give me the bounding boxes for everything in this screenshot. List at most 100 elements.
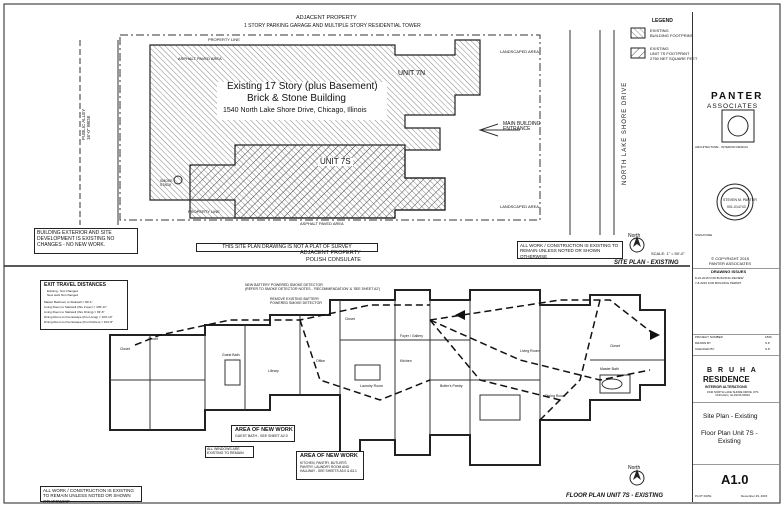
main-entrance-label: MAIN BUILDING ENTRANCE <box>503 121 541 132</box>
signature-label: SIGNATURE <box>695 233 713 237</box>
room-master-bath: Master Bath <box>600 367 619 371</box>
sheet-title-1: Site Plan - Existing <box>703 413 758 420</box>
building-address: 1540 North Lake Shore Drive, Chicago, Il… <box>223 107 367 114</box>
site-plan-title: SITE PLAN - EXISTING <box>614 260 679 266</box>
room-dining: Dining Room <box>545 394 566 398</box>
building-label-box: Existing 17 Story (plus Basement) Brick … <box>217 82 387 120</box>
property-line-bottom: PROPERTY LINE <box>188 209 220 214</box>
exit-line-2: New work Not changed <box>47 293 79 297</box>
plot-date-label: PLOT DATE <box>695 494 712 498</box>
sheet-number: A1.0 <box>721 472 749 487</box>
exit-line-5: Living Room to Stairwell (thru Dining) =… <box>44 310 105 314</box>
room-office: Office <box>316 359 326 363</box>
client-name-3: INTERIOR ALTERATIONS <box>705 385 747 389</box>
public-alley-label: PUBLIC ALLEY 16'-0" WIDE <box>81 108 91 140</box>
project-number: 1506 <box>765 335 772 339</box>
exit-line-3: Master Bedroom to Stairwell = 80'-1" <box>44 300 93 304</box>
room-closet-2: Closet <box>345 317 355 321</box>
room-closet-1: Closet <box>120 347 130 351</box>
landscaped-bottom: LANDSCAPED AREA <box>500 204 539 209</box>
seal-name: STEVEN M. PANTER <box>723 198 757 202</box>
floor-plan-walls <box>109 289 666 466</box>
architect-seal <box>716 183 754 221</box>
issue-2: 7-8-2015 FOR BUILDING PERMIT <box>695 281 742 285</box>
room-closet-4: Closet <box>610 344 620 348</box>
room-butlers-pantry: Butler's Pantry <box>440 384 463 388</box>
checked-by-label: CHECKED BY <box>695 347 715 351</box>
sheet-title-2: Floor Plan Unit 7S - Existing <box>701 430 758 445</box>
adjacent-top-sub: 1 STORY PARKING GARAGE AND MULTIPLE STOR… <box>244 23 421 29</box>
property-line <box>119 34 541 221</box>
site-remain-note: ALL WORK / CONSTRUCTION IS EXISTING TO R… <box>517 241 623 259</box>
area-2-title: AREA OF NEW WORK <box>300 453 358 459</box>
north-arrow-icon-floor <box>629 469 645 486</box>
legend-heading: LEGEND <box>652 18 673 24</box>
firm-name-1: PANTER <box>711 91 764 102</box>
property-line-top: PROPERTY LINE <box>208 37 240 42</box>
title-block: PANTER ASSOCIATES ARCHITECTURE · INTERIO… <box>692 12 779 502</box>
firm-logo <box>721 109 755 143</box>
exit-distances-title: EXIT TRAVEL DISTANCES <box>44 282 106 288</box>
client-address: 1540 NORTH LAKE SHORE DRIVE, #7S CHICAGO… <box>707 390 759 398</box>
project-number-label: PROJECT NUMBER <box>695 335 723 339</box>
area-new-work-2: AREA OF NEW WORK KITCHEN, PANTRY, BUTLER… <box>296 451 364 480</box>
room-living: Living Room <box>520 349 540 353</box>
survey-note: THIS SITE PLAN DRAWING IS NOT A PLAT OF … <box>196 243 378 252</box>
area-1-title: AREA OF NEW WORK <box>235 427 293 433</box>
floor-north-label: North <box>628 465 641 471</box>
adjacent-bottom-sub: POLISH CONSULATE <box>306 257 361 263</box>
exterior-note: BUILDING EXTERIOR AND SITE DEVELOPMENT I… <box>34 228 138 254</box>
unit-7s-footprint <box>189 144 446 219</box>
unit-7n-label: UNIT 7N <box>398 70 426 77</box>
smoke-stack-label: SMOKE STACK <box>160 179 173 187</box>
drawing-issues-title: DRAWING ISSUES <box>711 269 747 274</box>
sheet-border <box>3 3 781 504</box>
client-name-1: B R U H A <box>707 367 758 374</box>
asphalt-top: ASPHALT PAVED AREA <box>178 56 222 61</box>
exit-line-1: Existing - Not Changed <box>47 289 78 293</box>
firm-sub: ARCHITECTURE · INTERIOR DESIGN <box>695 145 748 149</box>
legend-swatch-unit <box>630 47 646 59</box>
legend-item-building: EXISTING BUILDING FOOTPRINT <box>650 28 694 38</box>
floor-plan-title: FLOOR PLAN UNIT 7S - EXISTING <box>566 493 664 499</box>
building-name-line-2: Brick & Stone Building <box>247 93 346 104</box>
room-laundry: Laundry Room <box>360 384 383 388</box>
firm-name-2: ASSOCIATES <box>707 103 759 110</box>
room-foyer: Foyer / Gallery <box>400 334 423 338</box>
room-kitchen: Kitchen <box>400 359 412 363</box>
detector-note-2: REMOVE EXISTING BATTERY POWERED SMOKE DE… <box>270 297 322 305</box>
exit-line-7: Dining Room to Fire Escape (thru Kitchen… <box>44 320 114 324</box>
adjacent-top-title: ADJACENT PROPERTY <box>296 15 357 21</box>
exit-routes <box>134 299 656 421</box>
site-scale: SCALE: 1" = 50'-0" <box>651 251 685 256</box>
issue-1: 8-16-2015 FOR BUILDING REVIEW <box>695 276 744 280</box>
street-label: NORTH LAKE SHORE DRIVE <box>622 81 628 185</box>
building-name-line-1: Existing 17 Story (plus Basement) <box>227 81 378 92</box>
seal-number: 001-014743 <box>727 205 746 209</box>
drawn-by: S.P. <box>765 341 771 345</box>
copyright: © COPYRIGHT 2015 PANTER ASSOCIATES <box>709 256 752 266</box>
area-2-text: KITCHEN, PANTRY, BUTLER'S PANTRY, LAUNDR… <box>300 461 357 474</box>
drawn-by-label: DRAWN BY <box>695 341 712 345</box>
checked-by: S.P. <box>765 347 771 351</box>
room-library: Library <box>268 369 279 373</box>
room-guest-bath: Guest Bath <box>222 353 240 357</box>
client-name-2: RESIDENCE <box>703 375 750 384</box>
exit-distances-box: EXIT TRAVEL DISTANCES Existing - Not Cha… <box>40 280 128 330</box>
legend-item-unit: EXISTING UNIT 7S FOOTPRINT 2750 NET SQUA… <box>650 46 698 61</box>
floor-remain-note: ALL WORK / CONSTRUCTION IS EXISTING TO R… <box>40 486 142 504</box>
detector-note-1: NEW BATTERY POWERED SMOKE DETECTOR (REFE… <box>245 283 381 291</box>
landscaped-top: LANDSCAPED AREA <box>500 49 539 54</box>
asphalt-bottom: ASPHALT PAVED AREA <box>300 221 344 226</box>
exit-line-4: Living Room to Stairwell (thru Foyer) = … <box>44 305 107 309</box>
adjacent-bottom-title: ADJACENT PROPERTY <box>300 250 361 256</box>
plot-date: December 29, 2015 <box>741 494 768 498</box>
area-1-text: GUEST BATH - SEE SHEET A2.0 <box>235 434 288 438</box>
room-closet-3: Closet <box>148 337 158 341</box>
north-arrow-icon <box>629 236 645 253</box>
exit-line-6: Dining Room to Fire Escape (thru Living)… <box>44 315 113 319</box>
windows-note: ALL WINDOWS ARE EXISTING TO REMAIN <box>205 446 254 458</box>
unit-7s-label: UNIT 7S <box>318 157 353 166</box>
area-new-work-1: AREA OF NEW WORK GUEST BATH - SEE SHEET … <box>231 425 295 442</box>
